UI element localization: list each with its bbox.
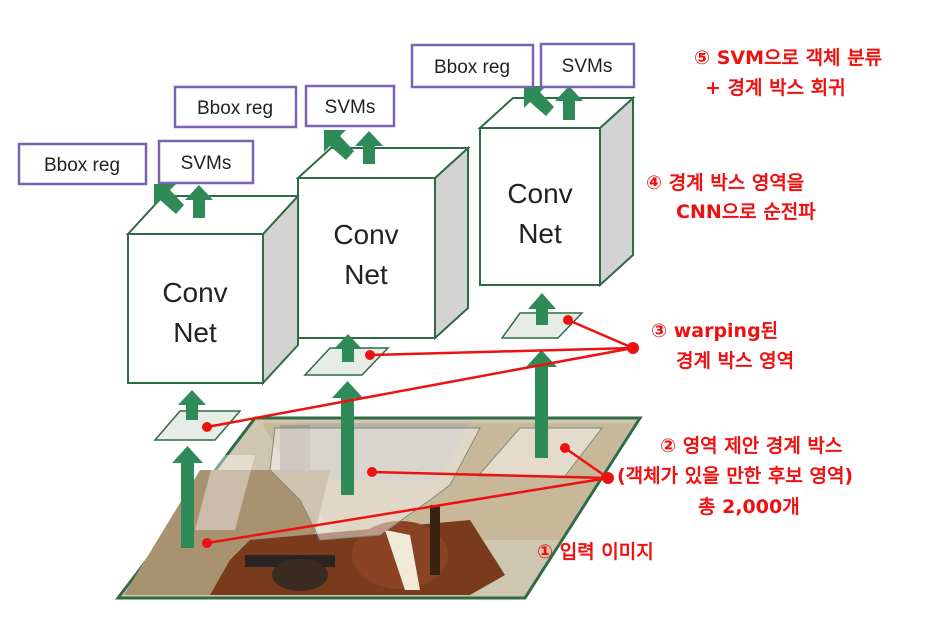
cube-2-conv-label: Conv [333, 219, 398, 250]
annotation-step3-line2: 경계 박스 영역 [676, 350, 794, 372]
cube-3-conv-label: Conv [507, 178, 572, 209]
cnn-cube-1: Conv Net [125, 193, 301, 386]
bbox-reg-box-3 [410, 43, 535, 89]
annotation-step2-line2: (객체가 있을 만한 후보 영역) [617, 465, 853, 487]
annotation-step4-line1: ④ 경계 박스 영역을 [646, 172, 804, 194]
annotation-step1: ① 입력 이미지 [537, 541, 654, 563]
arrow-cnn-to-bbox-3 [524, 86, 554, 116]
bbox-reg-box-2 [173, 85, 298, 129]
annotation-step4-line2: CNN으로 순전파 [676, 201, 816, 223]
leader-dots [202, 315, 639, 548]
cube-2-net-label: Net [344, 259, 388, 290]
cnn-cube-3: Conv Net [477, 95, 636, 288]
svms-box-3 [539, 42, 636, 89]
annotation-step4: ④ 경계 박스 영역을 CNN으로 순전파 [646, 172, 816, 223]
output-group-3: Bbox reg SVMs [410, 42, 636, 89]
annotation-step2-line1: ② 영역 제안 경계 박스 [660, 435, 842, 457]
arrow-cnn-to-bbox-1 [154, 184, 184, 214]
cnn-cube-2: Conv Net [295, 145, 471, 341]
svms-box-2 [304, 84, 396, 128]
bbox-reg-box-1 [17, 142, 148, 186]
annotation-step2-line3: 총 2,000개 [698, 496, 800, 518]
horse-figure [210, 505, 505, 595]
bbox-reg-label-3: Bbox reg [434, 57, 510, 78]
annotation-step5-line2: + 경계 박스 회귀 [705, 77, 846, 99]
svms-label-2: SVMs [325, 97, 376, 118]
svms-label-3: SVMs [562, 56, 613, 77]
output-group-2: Bbox reg SVMs [173, 84, 396, 129]
leader-lines [206, 318, 634, 545]
annotation-step5-line1: ⑤ SVM으로 객체 분류 [694, 47, 882, 69]
annotation-step5: ⑤ SVM으로 객체 분류 + 경계 박스 회귀 [694, 47, 882, 99]
cube-3-net-label: Net [518, 218, 562, 249]
output-group-1: Bbox reg SVMs [17, 139, 255, 186]
arrow-region-to-cnn-2 [334, 334, 362, 362]
arrow-region-to-cnn-1 [178, 390, 206, 420]
annotation-step3: ③ warping된 경계 박스 영역 [651, 320, 794, 372]
arrow-image-to-region-1 [172, 446, 203, 548]
bbox-reg-label-2: Bbox reg [197, 98, 273, 119]
arrow-cnn-to-svm-1 [185, 185, 213, 218]
arrows [154, 86, 583, 548]
cube-1-conv-label: Conv [162, 277, 227, 308]
bbox-reg-label-1: Bbox reg [44, 155, 120, 176]
cube-1-net-label: Net [173, 317, 217, 348]
arrow-region-to-cnn-3 [528, 293, 556, 325]
arrow-cnn-to-svm-3 [555, 86, 583, 120]
arrow-image-to-region-2 [332, 381, 363, 495]
arrow-cnn-to-svm-2 [355, 131, 383, 164]
arrow-cnn-to-bbox-2 [324, 130, 354, 160]
arrow-image-to-region-3 [526, 350, 557, 458]
annotation-step1: ① 입력 이미지 [537, 541, 654, 563]
annotation-step3-line1: ③ warping된 [651, 320, 778, 342]
annotation-step2: ② 영역 제안 경계 박스 (객체가 있을 만한 후보 영역) 총 2,000개 [617, 435, 853, 518]
svms-box-1 [157, 139, 255, 185]
svms-label-1: SVMs [181, 153, 232, 174]
